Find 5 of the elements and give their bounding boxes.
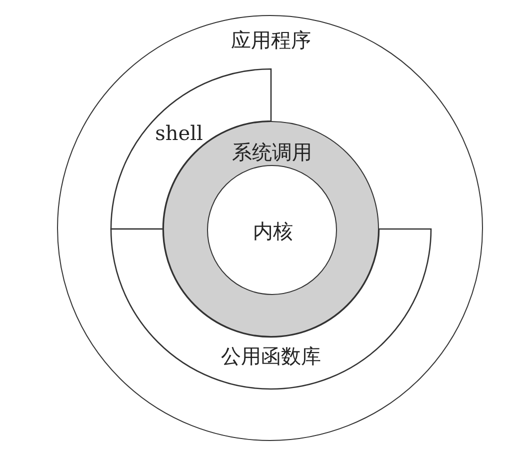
region-label: 系统调用 <box>232 142 312 162</box>
region-label: 内核 <box>253 221 293 241</box>
region-label: 应用程序 <box>231 30 311 50</box>
region-label: shell <box>155 123 203 143</box>
region-label: 公用函数库 <box>221 346 321 366</box>
